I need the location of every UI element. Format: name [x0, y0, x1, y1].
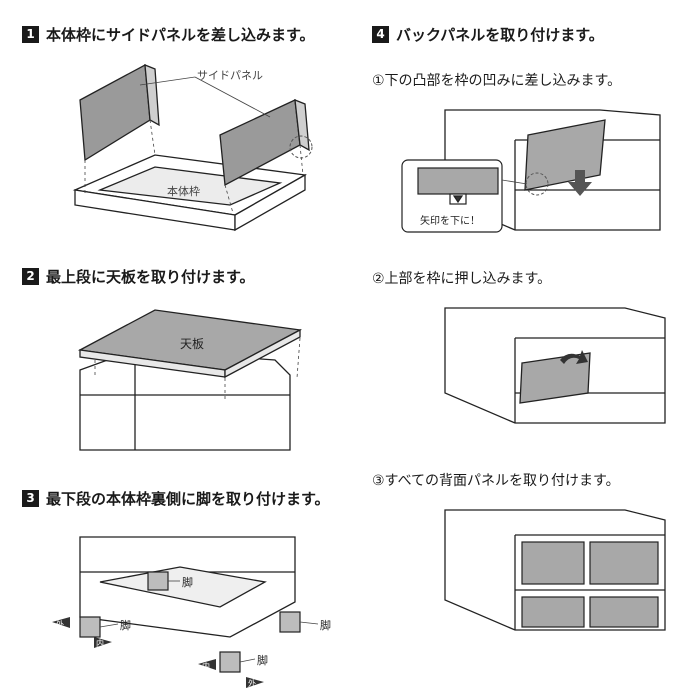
step-1-number: 1 — [22, 26, 39, 43]
step-4-title: 4 バックパネルを取り付けます。 — [372, 24, 604, 45]
step-2-text: 最上段に天板を取り付けます。 — [46, 268, 255, 286]
step-1-illustration: サイドパネル 本体枠 — [72, 63, 313, 232]
leg-label-front: 脚 — [257, 653, 268, 667]
step-4-substep-1: ①下の凸部を枠の凹みに差し込みます。 — [372, 73, 622, 89]
step-2-title: 2 最上段に天板を取り付けます。 — [22, 266, 255, 287]
inner-label-left: 内 — [96, 638, 104, 648]
inner-label-front: 内 — [202, 661, 210, 671]
step-1-text: 本体枠にサイドパネルを差し込みます。 — [46, 26, 315, 44]
step-1-title: 1 本体枠にサイドパネルを差し込みます。 — [22, 24, 315, 45]
side-panel-label: サイドパネル — [197, 69, 263, 82]
inner-arrow-front — [198, 659, 216, 670]
step-4-illustration-2 — [444, 307, 666, 424]
inner-arrow-left — [94, 637, 112, 648]
outer-arrow-front — [246, 677, 264, 688]
frame-label: 本体枠 — [167, 184, 200, 198]
leg-label-left: 脚 — [120, 618, 131, 632]
step-4-number: 4 — [372, 26, 389, 43]
push-arrow — [560, 350, 588, 364]
down-arrow — [568, 170, 592, 196]
step-3-illustration: 脚 脚 脚 脚 外 内 内 外 — [52, 536, 331, 688]
detail-circle-1 — [525, 172, 549, 196]
step-4-illustration-1: 矢印を下に！ — [401, 109, 661, 233]
step-4-substep-3: ③すべての背面パネルを取り付けます。 — [372, 473, 620, 489]
outer-label-front: 外 — [248, 678, 256, 688]
back-panels-installed — [521, 541, 659, 628]
leg-left — [79, 616, 101, 638]
top-board-label: 天板 — [180, 337, 204, 351]
leg-label-center: 脚 — [182, 575, 193, 589]
leg-front — [219, 651, 241, 673]
step-2-illustration: 天板 — [77, 309, 303, 451]
step-3-title: 3 最下段の本体枠裏側に脚を取り付けます。 — [22, 488, 330, 509]
step-2-number: 2 — [22, 268, 39, 285]
outer-label-left: 外 — [56, 619, 64, 629]
leg-center — [147, 571, 169, 591]
arrow-note-label: 矢印を下に！ — [420, 214, 480, 227]
step-3-number: 3 — [22, 490, 39, 507]
leg-right — [279, 611, 301, 633]
shelf-body — [79, 349, 291, 451]
leg-label-right: 脚 — [320, 618, 331, 632]
outer-arrow-left — [52, 617, 70, 628]
step-4-text: バックパネルを取り付けます。 — [396, 26, 604, 44]
step-4-illustration-3 — [444, 509, 666, 631]
step-3-text: 最下段の本体枠裏側に脚を取り付けます。 — [46, 490, 330, 508]
step-4-substep-2: ②上部を枠に押し込みます。 — [372, 271, 552, 287]
left-side-panel — [79, 63, 160, 162]
shelf-bottom-frame — [79, 536, 296, 638]
top-board — [77, 309, 303, 379]
zoom-callout — [401, 159, 503, 233]
